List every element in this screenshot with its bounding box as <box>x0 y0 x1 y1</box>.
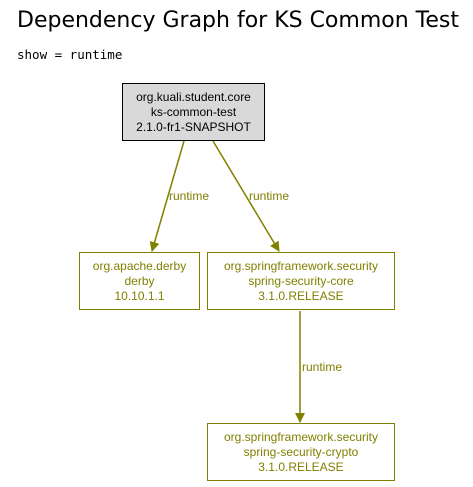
node-group: org.apache.derby <box>92 258 187 273</box>
page-title: Dependency Graph for KS Common Test <box>17 8 459 33</box>
node-version: 3.1.0.RELEASE <box>258 459 344 474</box>
node-version: 3.1.0.RELEASE <box>258 288 344 303</box>
node-version: 10.10.1.1 <box>114 288 165 303</box>
node-spring-security-crypto[interactable]: org.springframework.security spring-secu… <box>207 423 395 481</box>
node-spring-security-core[interactable]: org.springframework.security spring-secu… <box>207 252 395 310</box>
node-group: org.springframework.security <box>223 258 379 273</box>
edge-label-root-to-derby: runtime <box>169 189 209 203</box>
edge-root-to-derby <box>149 140 185 252</box>
node-derby[interactable]: org.apache.derby derby 10.10.1.1 <box>79 252 200 310</box>
node-ks-common-test[interactable]: org.kuali.student.core ks-common-test 2.… <box>122 83 265 141</box>
node-artifact: ks-common-test <box>150 104 237 119</box>
node-artifact: spring-security-core <box>248 273 354 288</box>
node-version: 2.1.0-fr1-SNAPSHOT <box>136 119 251 134</box>
edge-label-root-to-security-core: runtime <box>249 189 289 203</box>
edge-label-security-core-to-crypto: runtime <box>302 360 342 374</box>
node-artifact: derby <box>124 273 155 288</box>
node-group: org.kuali.student.core <box>136 89 251 104</box>
scope-filter-label: show = runtime <box>17 47 123 62</box>
node-artifact: spring-security-crypto <box>243 444 359 459</box>
edge-root-to-security-core <box>212 140 280 252</box>
node-group: org.springframework.security <box>223 429 379 444</box>
